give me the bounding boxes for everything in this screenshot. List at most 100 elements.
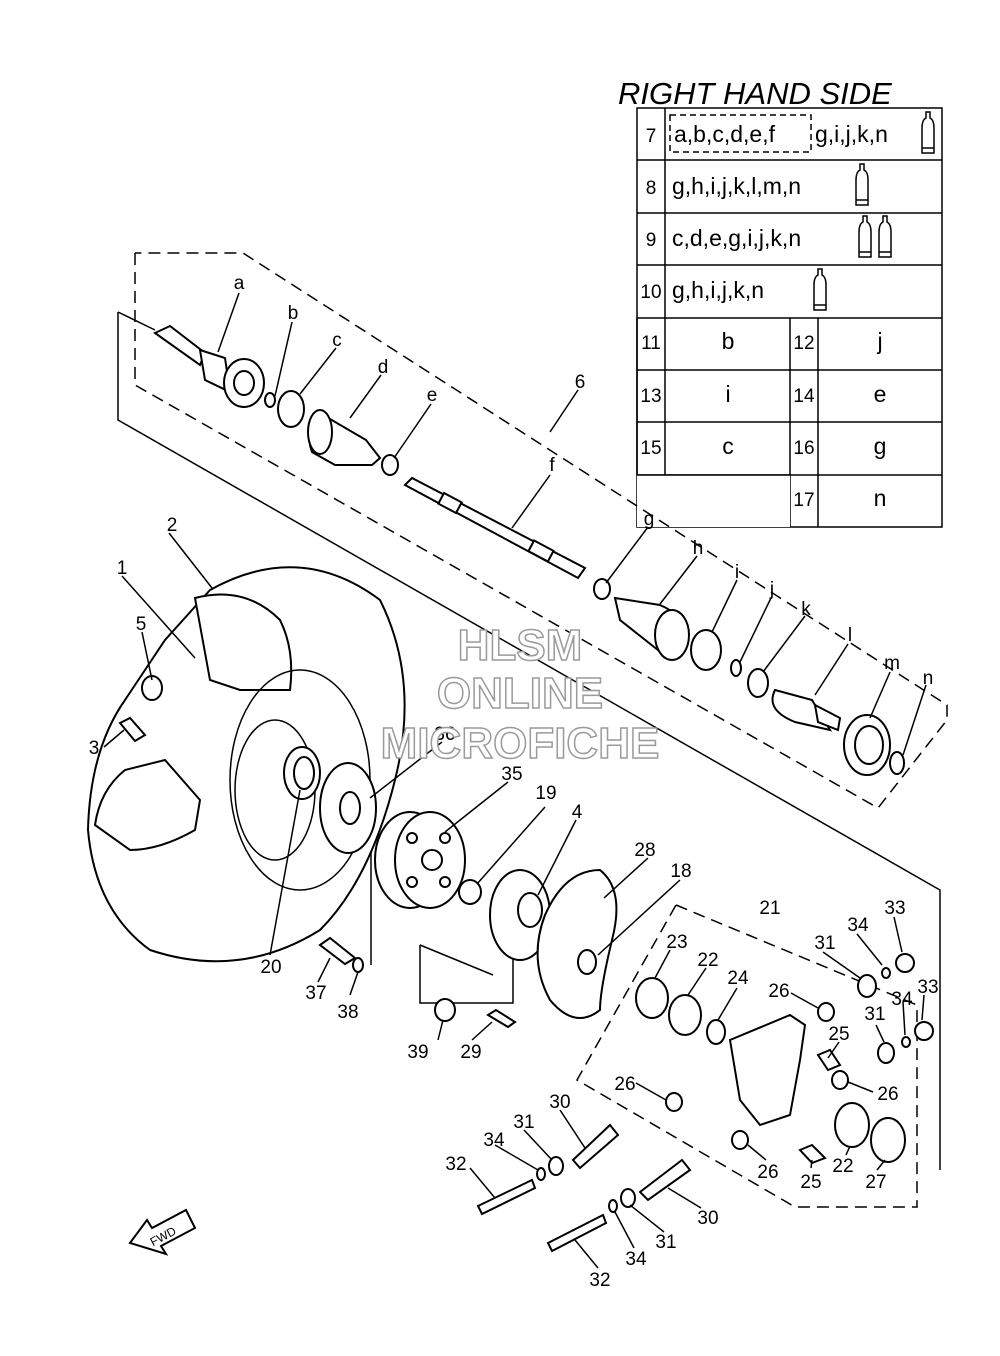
table-13-number: 13 [640, 386, 661, 407]
table-row-8-parts: g,h,i,j,k,l,m,n [672, 173, 801, 199]
cv-boot [307, 409, 382, 466]
callout-26-upper: 26 [768, 981, 789, 1002]
washer [536, 1167, 546, 1181]
wheel-hub [374, 811, 466, 909]
callout-a: a [234, 273, 245, 294]
table-16-value: g [874, 433, 887, 459]
grease-nipple [816, 1048, 842, 1072]
table-12-value: j [876, 328, 882, 354]
callout-25-lower: 25 [800, 1172, 821, 1193]
table-11-value: b [722, 328, 735, 354]
cv-boot-inner [613, 596, 690, 661]
inner-cv-joint [771, 688, 842, 732]
callout-27: 27 [865, 1172, 886, 1193]
callout-32-upper: 32 [445, 1154, 466, 1175]
grease-tube-icon [813, 268, 827, 311]
boot-band [690, 629, 722, 671]
table-12-number: 12 [793, 333, 814, 354]
callout-2: 2 [167, 515, 178, 536]
boot-band-small [381, 454, 399, 476]
washer [608, 1199, 618, 1213]
bearing [668, 994, 702, 1036]
callout-33-b: 33 [917, 977, 938, 998]
nut [914, 1021, 934, 1041]
table-row-7-boxed-parts: a,b,c,d,e,f [674, 121, 776, 147]
boot-band [277, 390, 305, 428]
callout-37: 37 [305, 983, 326, 1004]
callout-36: 36 [434, 724, 455, 745]
table-15-number: 15 [640, 438, 661, 459]
callout-32-lower: 32 [589, 1270, 610, 1291]
callout-34-a: 34 [847, 915, 869, 936]
hub-nut [458, 879, 482, 905]
table-row-7-number: 7 [646, 126, 657, 147]
grease-tube-icon [855, 163, 869, 206]
callout-21: 21 [759, 898, 780, 919]
table-row-8-number: 8 [646, 178, 657, 199]
table-row-10-parts: g,h,i,j,k,n [672, 277, 764, 303]
callout-33-a: 33 [884, 898, 905, 919]
callout-28: 28 [634, 840, 655, 861]
hub-brake-assembly [318, 811, 618, 1029]
collar [731, 1130, 749, 1150]
collar [665, 1092, 683, 1112]
callout-35: 35 [501, 764, 522, 785]
oil-seal [870, 1117, 906, 1163]
bushing [877, 1042, 895, 1064]
table-17-value: n [874, 485, 887, 511]
table-row-7-parts: g,i,j,k,n [815, 121, 888, 147]
grease-tube-icon [878, 215, 892, 258]
callout-labels: a b c d e f g h i j k l m n 1 2 3 4 5 6 … [89, 273, 939, 1291]
valve-stem [118, 716, 147, 743]
callout-d: d [378, 357, 389, 378]
washer [901, 1036, 911, 1048]
wheel-assembly [86, 566, 406, 963]
callout-1: 1 [117, 558, 128, 579]
grease-tube-icon [858, 215, 872, 258]
table-15-value: c [722, 433, 734, 459]
callout-38: 38 [337, 1002, 358, 1023]
callout-6: 6 [575, 372, 586, 393]
callout-26-right: 26 [877, 1084, 898, 1105]
washer [352, 957, 364, 973]
grease-nipple [798, 1143, 827, 1165]
table-11-number: 11 [641, 333, 661, 354]
callout-30-upper: 30 [549, 1092, 570, 1113]
axle-shaft [403, 476, 587, 580]
table-row-10-number: 10 [640, 282, 661, 303]
watermark: HLSM ONLINE MICROFICHE [380, 620, 660, 769]
callout-c: c [332, 330, 342, 351]
callout-b: b [288, 303, 299, 324]
outer-cv-joint [153, 324, 265, 408]
boot-band-small [593, 578, 611, 600]
reference-table: 7 a,b,c,d,e,f g,i,j,k,n 8 g,h,i,j,k,l,m,… [636, 107, 943, 528]
callout-31-b: 31 [864, 1004, 885, 1025]
callout-f: f [549, 455, 555, 476]
callout-18: 18 [670, 861, 691, 882]
diagram-title: RIGHT HAND SIDE [618, 76, 892, 111]
callout-26-lower: 26 [757, 1162, 778, 1183]
drive-shaft-assembly [153, 324, 905, 776]
callout-31-a: 31 [814, 933, 835, 954]
flange-nut [434, 998, 456, 1022]
nut [895, 953, 915, 973]
steering-knuckle [728, 1013, 807, 1127]
callout-20: 20 [260, 957, 281, 978]
callout-k: k [801, 599, 811, 620]
pivot-bolt [546, 1213, 608, 1253]
callout-22-upper: 22 [697, 950, 718, 971]
disc-bolt [486, 1008, 517, 1029]
watermark-line-2: ONLINE [437, 669, 603, 718]
callout-34-b: 34 [891, 989, 913, 1010]
callout-m: m [884, 653, 900, 674]
callout-26-left: 26 [614, 1074, 635, 1095]
callout-e: e [427, 385, 438, 406]
callout-34-c: 34 [483, 1130, 505, 1151]
callout-4: 4 [572, 802, 583, 823]
callout-31-d: 31 [655, 1232, 676, 1253]
callout-3: 3 [89, 738, 100, 759]
brake-disc [536, 868, 618, 1019]
bushing [620, 1188, 636, 1208]
